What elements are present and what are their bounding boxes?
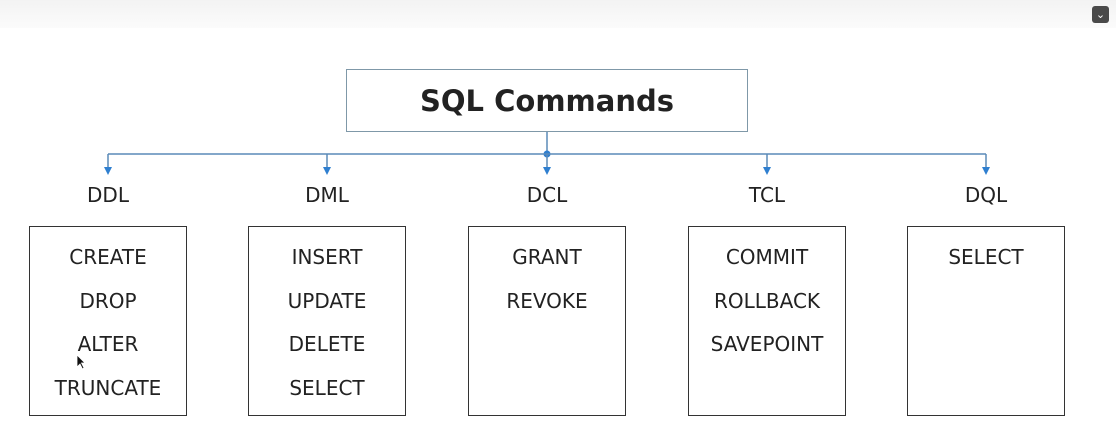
command-box-dql: SELECT — [907, 226, 1065, 416]
command-item: SELECT — [289, 375, 365, 400]
command-item: DELETE — [288, 332, 366, 356]
arrow-down-icon — [763, 167, 771, 175]
command-item: REVOKE — [506, 288, 588, 313]
root-node: SQL Commands — [346, 69, 748, 132]
command-box-dcl: GRANT REVOKE — [468, 226, 626, 416]
command-item: TRUNCATE — [54, 375, 162, 400]
command-list: INSERT UPDATE DELETE SELECT — [249, 227, 405, 417]
command-item: COMMIT — [725, 245, 809, 269]
root-title: SQL Commands — [420, 83, 674, 118]
command-box-tcl: COMMIT ROLLBACK SAVEPOINT — [688, 226, 846, 416]
top-bar — [0, 0, 1116, 28]
command-item: DROP — [79, 288, 137, 313]
category-label-dml: DML — [305, 183, 349, 207]
arrow-down-icon — [543, 167, 551, 175]
command-item: UPDATE — [287, 288, 367, 313]
command-box-ddl: CREATE DROP ALTER TRUNCATE — [29, 226, 187, 416]
command-list: SELECT — [908, 227, 1064, 287]
command-item: GRANT — [512, 245, 582, 269]
command-item: SAVEPOINT — [710, 332, 824, 356]
command-item: CREATE — [69, 245, 147, 269]
command-item: ROLLBACK — [713, 288, 821, 313]
command-list: GRANT REVOKE — [469, 227, 625, 330]
command-item: SELECT — [948, 245, 1024, 269]
command-box-dml: INSERT UPDATE DELETE SELECT — [248, 226, 406, 416]
chevron-down-icon[interactable]: ⌄ — [1092, 6, 1109, 23]
category-label-dql: DQL — [964, 183, 1008, 207]
command-item: INSERT — [291, 245, 363, 269]
branch-arrows — [104, 154, 990, 175]
mouse-cursor-icon — [76, 354, 86, 370]
category-label-tcl: TCL — [748, 183, 786, 207]
command-list: COMMIT ROLLBACK SAVEPOINT — [689, 227, 845, 374]
command-list: CREATE DROP ALTER TRUNCATE — [30, 227, 186, 417]
category-label-dcl: DCL — [526, 183, 568, 207]
category-label-ddl: DDL — [87, 183, 129, 207]
command-item: ALTER — [77, 332, 139, 356]
arrow-down-icon — [982, 167, 990, 175]
arrow-down-icon — [104, 167, 112, 175]
arrow-down-icon — [323, 167, 331, 175]
